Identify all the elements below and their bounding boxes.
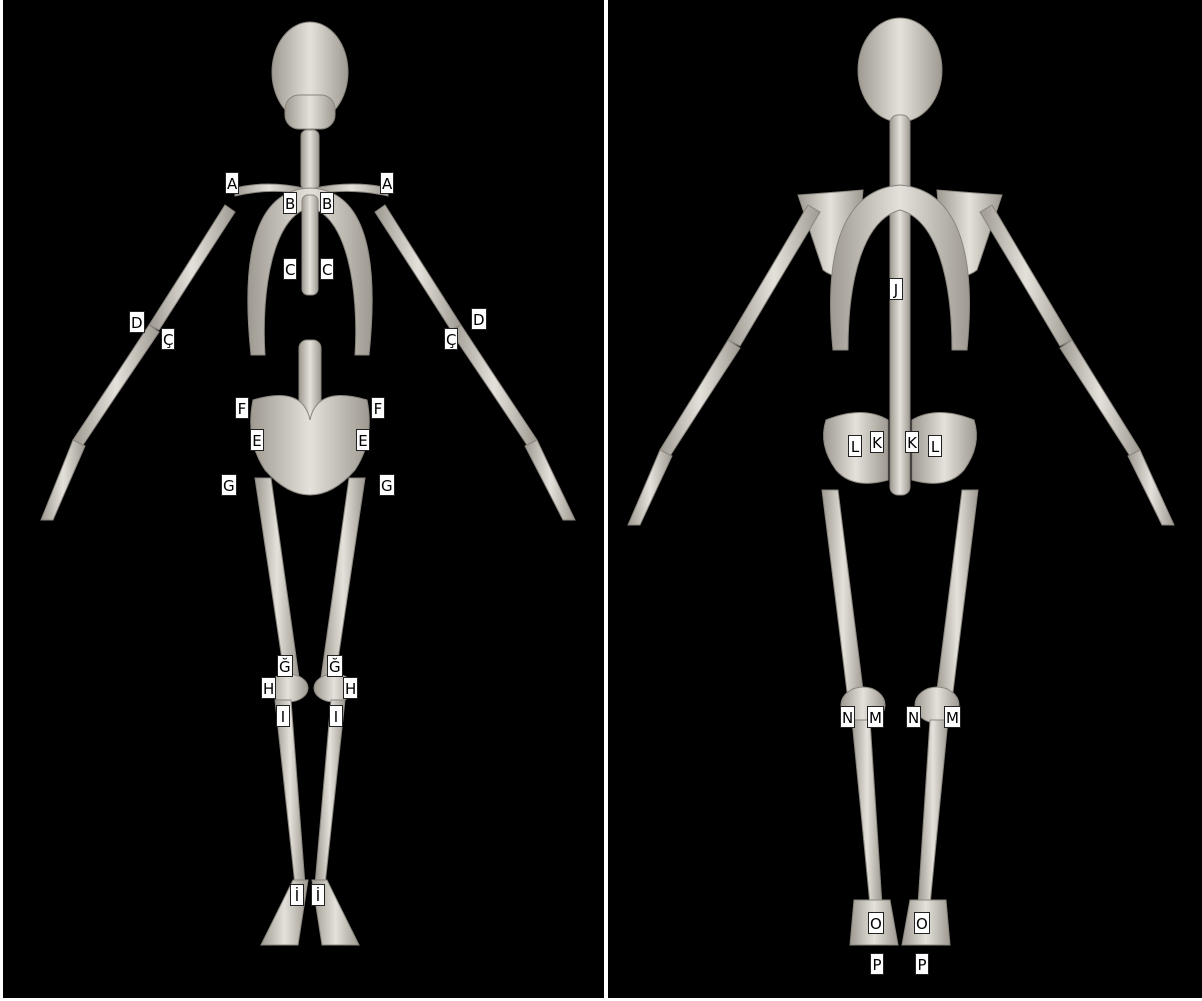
front-femur-right <box>321 478 365 680</box>
front-view-panel: A A B B C C D D Ç Ç F F E E G G Ğ Ğ H H … <box>3 0 604 998</box>
label-K-left: K <box>870 431 884 453</box>
label-I-right: I <box>329 705 343 727</box>
front-sternum <box>302 195 318 295</box>
back-pelvis-right <box>912 413 976 484</box>
back-forearm-left <box>660 340 740 456</box>
label-F-right: F <box>371 397 385 419</box>
label-G-left: G <box>221 474 237 496</box>
label-G-right: G <box>379 474 395 496</box>
back-skeleton-illustration <box>608 0 1202 998</box>
label-A-right: A <box>380 172 394 194</box>
front-cervical-spine <box>301 130 319 190</box>
label-B-left: B <box>283 192 297 214</box>
label-H-left: H <box>261 677 276 699</box>
back-humerus-right <box>980 205 1072 346</box>
back-femur-right <box>936 490 978 700</box>
label-L-left: L <box>848 435 862 457</box>
front-tibia-right <box>315 700 345 885</box>
front-jaw <box>285 95 335 129</box>
front-forearm-right <box>451 325 537 445</box>
label-P-left: P <box>870 953 884 975</box>
label-P-right: P <box>915 953 929 975</box>
label-C-right: C <box>320 258 334 280</box>
label-B-right: B <box>320 192 334 214</box>
back-skull <box>858 18 942 122</box>
label-H-right: H <box>343 677 358 699</box>
front-skeleton-illustration <box>3 0 604 998</box>
front-forearm-left <box>73 325 159 445</box>
label-M-left: M <box>867 706 884 728</box>
back-femur-left <box>822 490 864 700</box>
label-D-left: D <box>129 311 145 333</box>
front-femur-left <box>255 478 299 680</box>
back-forearm-right <box>1060 340 1140 456</box>
front-humerus-right <box>375 205 461 330</box>
label-E-left: E <box>250 429 264 451</box>
label-M-right: M <box>944 706 961 728</box>
label-J: J <box>889 278 903 300</box>
label-Gg-right: Ğ <box>327 655 343 677</box>
label-Ii-left: İ <box>290 884 304 906</box>
front-humerus-left <box>149 205 235 330</box>
label-N-left: N <box>840 706 855 728</box>
label-K-right: K <box>905 431 919 453</box>
label-C-left: C <box>283 258 297 280</box>
back-tibia-right <box>918 720 948 905</box>
front-hand-left <box>41 440 85 520</box>
label-Gg-left: Ğ <box>277 655 293 677</box>
label-Ii-right: İ <box>311 884 325 906</box>
back-view-panel: J L K K L N M N M O O P P <box>608 0 1202 998</box>
label-D-right: D <box>471 308 487 330</box>
back-hand-right <box>1128 450 1174 525</box>
label-E-right: E <box>356 429 370 451</box>
label-Cc-left: Ç <box>161 328 175 350</box>
back-tibia-left <box>852 720 882 905</box>
back-humerus-left <box>728 205 820 346</box>
front-hand-right <box>525 440 575 520</box>
label-F-left: F <box>235 397 249 419</box>
front-tibia-left <box>275 700 305 885</box>
label-A-left: A <box>225 172 239 194</box>
label-O-right: O <box>914 912 930 934</box>
label-I-left: I <box>276 705 290 727</box>
label-L-right: L <box>928 435 942 457</box>
label-Cc-right: Ç <box>444 328 458 350</box>
back-hand-left <box>628 450 672 525</box>
label-O-left: O <box>868 912 884 934</box>
label-N-right: N <box>906 706 921 728</box>
